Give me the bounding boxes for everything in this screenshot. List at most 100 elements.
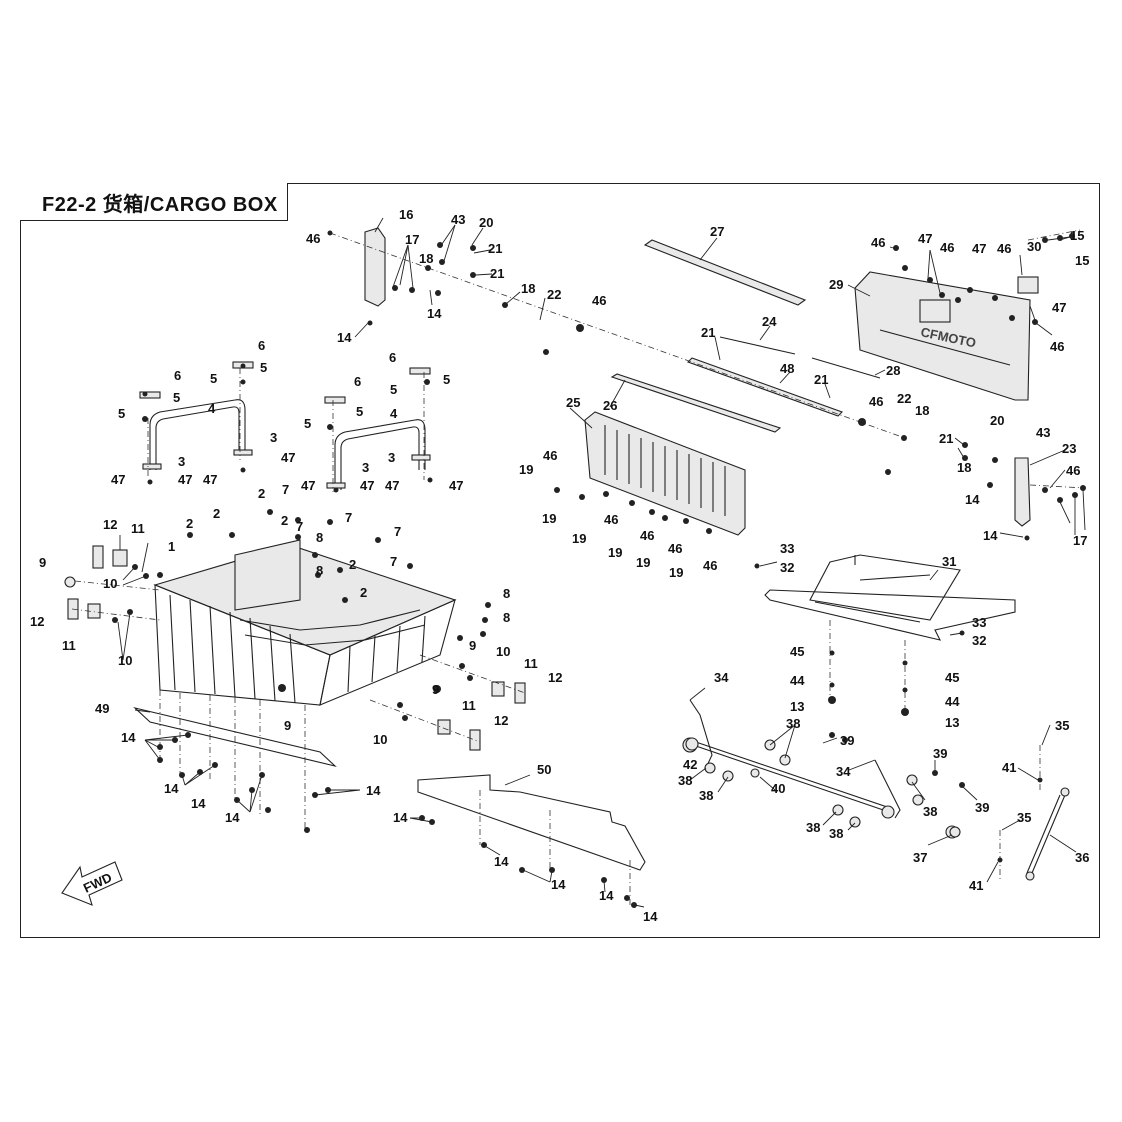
svg-text:14: 14 [164, 781, 179, 796]
svg-text:46: 46 [306, 231, 320, 246]
svg-text:5: 5 [173, 390, 180, 405]
svg-text:47: 47 [1052, 300, 1066, 315]
svg-text:47: 47 [178, 472, 192, 487]
svg-text:3: 3 [388, 450, 395, 465]
svg-text:4: 4 [390, 406, 398, 421]
svg-text:38: 38 [786, 716, 800, 731]
svg-text:6: 6 [354, 374, 361, 389]
svg-text:19: 19 [519, 462, 533, 477]
svg-text:8: 8 [316, 530, 323, 545]
svg-text:5: 5 [390, 382, 397, 397]
svg-text:20: 20 [479, 215, 493, 230]
svg-text:38: 38 [699, 788, 713, 803]
svg-text:10: 10 [103, 576, 117, 591]
svg-text:11: 11 [524, 656, 538, 671]
svg-text:14: 14 [551, 877, 566, 892]
title-box: F22-2 货箱/CARGO BOX [20, 183, 288, 221]
svg-text:2: 2 [258, 486, 265, 501]
svg-text:43: 43 [1036, 425, 1050, 440]
svg-text:22: 22 [897, 391, 911, 406]
svg-text:10: 10 [496, 644, 510, 659]
svg-text:23: 23 [1062, 441, 1076, 456]
svg-text:46: 46 [1050, 339, 1064, 354]
svg-text:18: 18 [915, 403, 929, 418]
svg-text:38: 38 [678, 773, 692, 788]
svg-text:47: 47 [360, 478, 374, 493]
svg-text:47: 47 [281, 450, 295, 465]
svg-text:5: 5 [260, 360, 267, 375]
svg-text:21: 21 [488, 241, 502, 256]
svg-text:12: 12 [494, 713, 508, 728]
svg-text:46: 46 [940, 240, 954, 255]
svg-text:47: 47 [972, 241, 986, 256]
svg-text:46: 46 [1066, 463, 1080, 478]
svg-text:2: 2 [186, 516, 193, 531]
tailgate-cable-24 [719, 336, 796, 355]
svg-text:26: 26 [603, 398, 617, 413]
svg-text:48: 48 [780, 361, 794, 376]
svg-text:14: 14 [121, 730, 136, 745]
svg-text:15: 15 [1075, 253, 1089, 268]
svg-text:38: 38 [829, 826, 843, 841]
svg-text:2: 2 [213, 506, 220, 521]
svg-text:47: 47 [111, 472, 125, 487]
svg-text:46: 46 [871, 235, 885, 250]
svg-text:27: 27 [710, 224, 724, 239]
svg-text:8: 8 [503, 610, 510, 625]
svg-text:41: 41 [1002, 760, 1016, 775]
callout-numbers: 16 43 20 46 17 21 18 21 18 22 46 14 14 2… [30, 207, 1089, 924]
svg-text:6: 6 [389, 350, 396, 365]
svg-text:35: 35 [1017, 810, 1031, 825]
svg-text:12: 12 [30, 614, 44, 629]
svg-text:14: 14 [366, 783, 381, 798]
svg-text:11: 11 [462, 698, 476, 713]
svg-text:49: 49 [95, 701, 109, 716]
svg-text:10: 10 [373, 732, 387, 747]
svg-text:13: 13 [945, 715, 959, 730]
svg-text:7: 7 [345, 510, 352, 525]
svg-text:47: 47 [203, 472, 217, 487]
diagram-title: F22-2 货箱/CARGO BOX [42, 194, 278, 216]
svg-text:5: 5 [443, 372, 450, 387]
svg-text:11: 11 [62, 638, 76, 653]
svg-text:24: 24 [762, 314, 777, 329]
svg-text:21: 21 [814, 372, 828, 387]
svg-text:2: 2 [281, 513, 288, 528]
svg-text:8: 8 [316, 563, 323, 578]
svg-text:7: 7 [296, 519, 303, 534]
svg-text:14: 14 [191, 796, 206, 811]
svg-text:39: 39 [933, 746, 947, 761]
svg-text:34: 34 [836, 764, 851, 779]
svg-text:14: 14 [427, 306, 442, 321]
svg-text:47: 47 [449, 478, 463, 493]
svg-text:46: 46 [640, 528, 654, 543]
svg-text:13: 13 [790, 699, 804, 714]
leader-lines [117, 217, 1086, 908]
cargo-subframe-31 [764, 554, 1016, 641]
svg-text:46: 46 [703, 558, 717, 573]
svg-text:38: 38 [923, 804, 937, 819]
fwd-label: FWD [81, 870, 114, 896]
svg-text:7: 7 [282, 482, 289, 497]
svg-text:1: 1 [168, 539, 175, 554]
svg-text:34: 34 [714, 670, 729, 685]
svg-text:7: 7 [394, 524, 401, 539]
diagram-frame [20, 183, 1100, 938]
svg-text:42: 42 [683, 757, 697, 772]
gas-strut-36 [1025, 787, 1070, 881]
svg-text:46: 46 [869, 394, 883, 409]
fastener-nuts [685, 737, 961, 838]
svg-text:35: 35 [1055, 718, 1069, 733]
svg-text:9: 9 [432, 682, 439, 697]
svg-text:29: 29 [829, 277, 843, 292]
svg-text:2: 2 [349, 557, 356, 572]
side-latch-bracket-23 [1014, 457, 1031, 527]
svg-text:5: 5 [356, 404, 363, 419]
svg-text:14: 14 [393, 810, 408, 825]
svg-text:14: 14 [337, 330, 352, 345]
tailgate-cable-28 [811, 357, 881, 379]
svg-text:47: 47 [301, 478, 315, 493]
svg-text:30: 30 [1027, 239, 1041, 254]
